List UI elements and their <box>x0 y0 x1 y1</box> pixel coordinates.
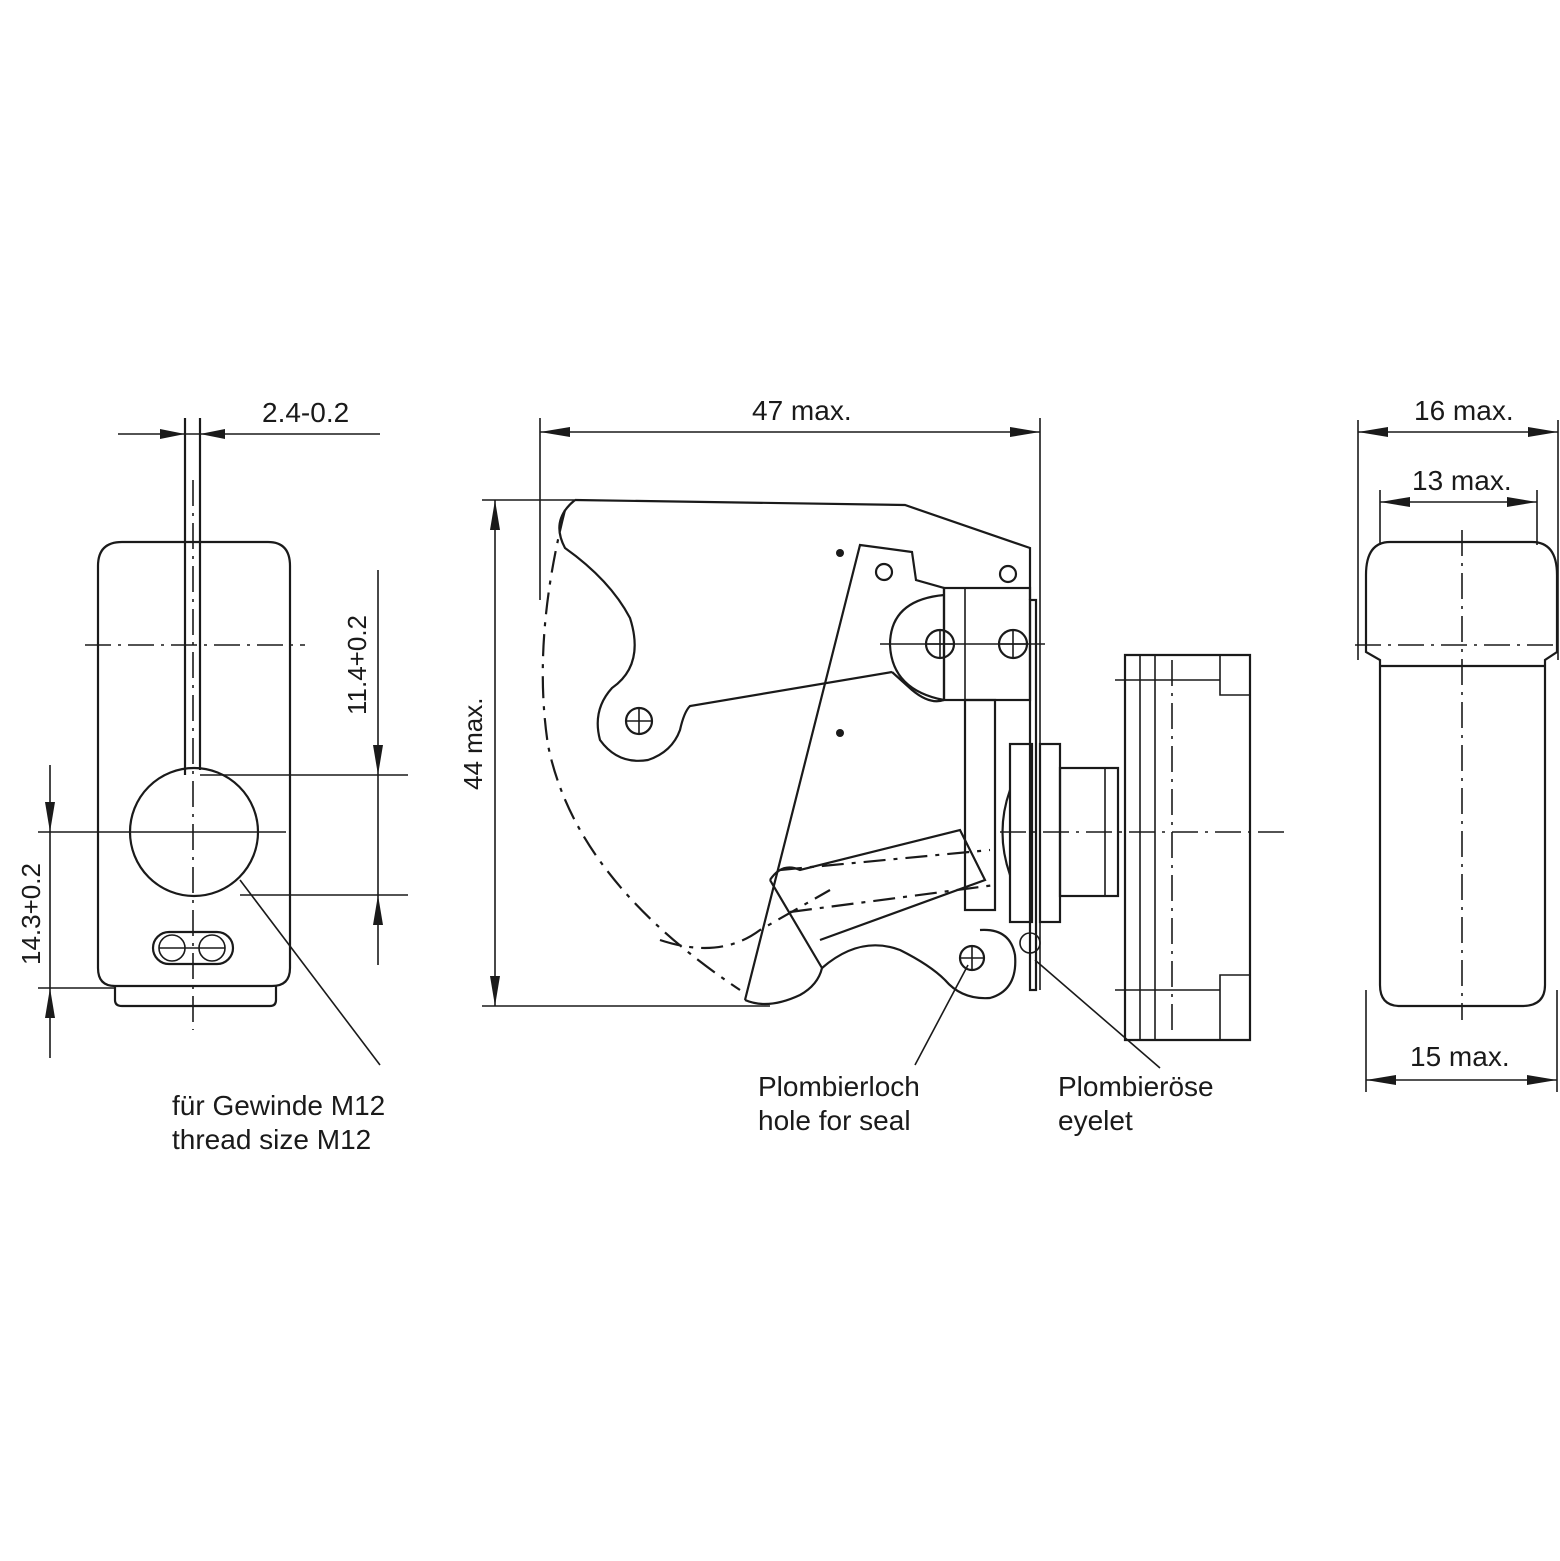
toggle-lever-inner <box>769 828 987 942</box>
right-body-outer <box>1364 540 1559 1008</box>
pivot-pin-a <box>924 628 956 660</box>
right-view: 16 max. 13 max. 15 max. <box>1355 395 1560 1092</box>
left-body-base <box>113 986 278 1008</box>
dim-16-arrow-left <box>1358 427 1388 437</box>
eyelet-ring <box>1019 932 1041 954</box>
eyelet-label-line2: eyelet <box>1058 1105 1133 1136</box>
eyelet-plate <box>1028 598 1038 992</box>
pivot-round <box>888 593 945 702</box>
dot-marker-a <box>836 549 844 557</box>
seal-hole <box>958 944 986 972</box>
dim-16-label: 16 max. <box>1414 395 1514 426</box>
lever-arm-bottom <box>744 879 824 1006</box>
upper-rivet-a <box>874 562 894 582</box>
seal-hole-label-line2: hole for seal <box>758 1105 911 1136</box>
dim-11-4-arrow-top <box>373 745 383 775</box>
nut-b <box>1038 742 1062 924</box>
dim-13-arrow-left <box>1380 497 1410 507</box>
left-body-outline <box>96 540 292 988</box>
left-eyelet-slot <box>151 930 235 966</box>
dim-2-4-label: 2.4-0.2 <box>262 397 349 428</box>
cover-cam-cutout <box>558 499 893 762</box>
dim-44-arrow-top <box>490 500 500 530</box>
dim-13-label: 13 max. <box>1412 465 1512 496</box>
dim-15-arrow-left <box>1366 1075 1396 1085</box>
dim-47-arrow-right <box>1010 427 1040 437</box>
eyelet-label-line1: Plombieröse <box>1058 1071 1214 1102</box>
cover-open-arc-inner <box>659 889 831 950</box>
cover-outline-top <box>574 498 1032 600</box>
seal-hole-label-line1: Plombierloch <box>758 1071 920 1102</box>
dim-15-label: 15 max. <box>1410 1041 1510 1072</box>
switch-body <box>1123 653 1252 1042</box>
switch-terminal-top <box>1219 655 1250 696</box>
dim-47-arrow-left <box>540 427 570 437</box>
dim-2-4-arrow-right <box>200 429 225 439</box>
toggle-lever-center <box>779 848 991 872</box>
thread-note-line2: thread size M12 <box>172 1124 371 1155</box>
dot-marker-b <box>836 729 844 737</box>
dim-11-4-arrow-bottom <box>373 895 383 925</box>
dim-47-label: 47 max. <box>752 395 852 426</box>
seal-hole-leader <box>914 964 969 1066</box>
seal-lug <box>821 928 1017 1000</box>
dim-2-4-arrow-left <box>160 429 185 439</box>
switch-collar <box>963 698 997 912</box>
cam-hole <box>624 706 654 736</box>
dim-13-arrow-right <box>1507 497 1537 507</box>
thread-note-line1: für Gewinde M12 <box>172 1090 385 1121</box>
left-view: 2.4-0.2 11.4+0.2 14.3+0.2 für Gewinde M1… <box>16 397 408 1155</box>
dim-44-arrow-bottom <box>490 976 500 1006</box>
dim-11-4-label: 11.4+0.2 <box>342 615 372 715</box>
thread-note-leader <box>239 879 381 1066</box>
center-view: 47 max. 44 max. <box>458 395 1290 1136</box>
dim-14-3-arrow-top <box>45 802 55 832</box>
dim-16-arrow-right <box>1528 427 1558 437</box>
dim-44-label: 44 max. <box>458 698 488 791</box>
dim-14-3-arrow-bottom <box>45 988 55 1018</box>
lever-arm <box>743 543 946 1001</box>
cover-open-arc <box>541 509 741 991</box>
pivot-pin-b <box>997 628 1029 660</box>
switch-terminal-bottom <box>1219 974 1250 1040</box>
nut-a <box>1008 742 1034 924</box>
toggle-lever-center-b <box>789 883 996 914</box>
dim-15-arrow-right <box>1527 1075 1557 1085</box>
dim-14-3-label: 14.3+0.2 <box>16 863 46 965</box>
upper-rivet-b <box>998 564 1018 584</box>
eyelet-leader <box>1034 959 1161 1069</box>
